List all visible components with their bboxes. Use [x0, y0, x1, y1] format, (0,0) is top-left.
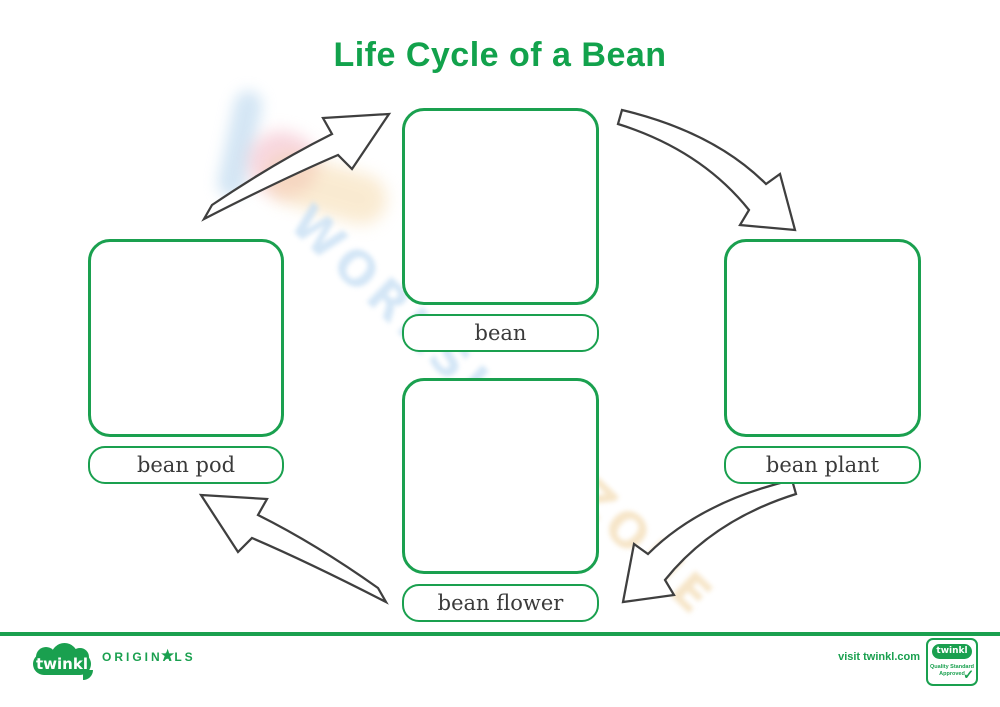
- footer: twinkl ORIGINALS ★ visit twinkl.com twin…: [0, 636, 1000, 707]
- stage-label-bean-plant-text: bean plant: [765, 453, 880, 477]
- arrow-bean-to-bean-plant: [616, 108, 797, 232]
- page-title: Life Cycle of a Bean: [333, 36, 667, 74]
- twinkl-logo: twinkl: [33, 643, 95, 680]
- badge-twinkl-logo: twinkl: [932, 644, 972, 659]
- twinkl-cloud-tail: [83, 670, 93, 680]
- stage-box-bean: [402, 108, 599, 305]
- twinkl-cloud-shape: [33, 653, 91, 675]
- stage-label-bean-text: bean: [474, 321, 527, 345]
- stage-label-bean: bean: [402, 314, 599, 352]
- badge-quality-standard-text: Quality Standard: [929, 664, 974, 670]
- quality-standard-badge: twinkl Quality Standard Approved ✓: [926, 638, 978, 686]
- arrow-bean-plant-to-bean-flower: [621, 478, 798, 604]
- arrow-bean-flower-to-bean-pod: [198, 493, 389, 605]
- stage-box-bean-pod: [88, 239, 284, 437]
- check-icon: ✓: [963, 667, 974, 682]
- stage-label-bean-plant: bean plant: [724, 446, 921, 484]
- stage-label-bean-flower-text: bean flower: [437, 591, 564, 615]
- stage-label-bean-flower: bean flower: [402, 584, 599, 622]
- arrow-bean-pod-to-bean: [201, 112, 392, 222]
- star-icon: ★: [160, 646, 176, 665]
- stage-label-bean-pod-text: bean pod: [136, 453, 236, 477]
- footer-divider: [0, 632, 1000, 636]
- stage-label-bean-pod: bean pod: [88, 446, 284, 484]
- stage-box-bean-plant: [724, 239, 921, 437]
- visit-twinkl-link: visit twinkl.com: [838, 651, 920, 663]
- twinkl-logo-text: twinkl: [36, 655, 88, 673]
- stage-box-bean-flower: [402, 378, 599, 574]
- badge-approved-text: Approved: [939, 671, 965, 677]
- originals-label: ORIGINALS: [102, 650, 196, 664]
